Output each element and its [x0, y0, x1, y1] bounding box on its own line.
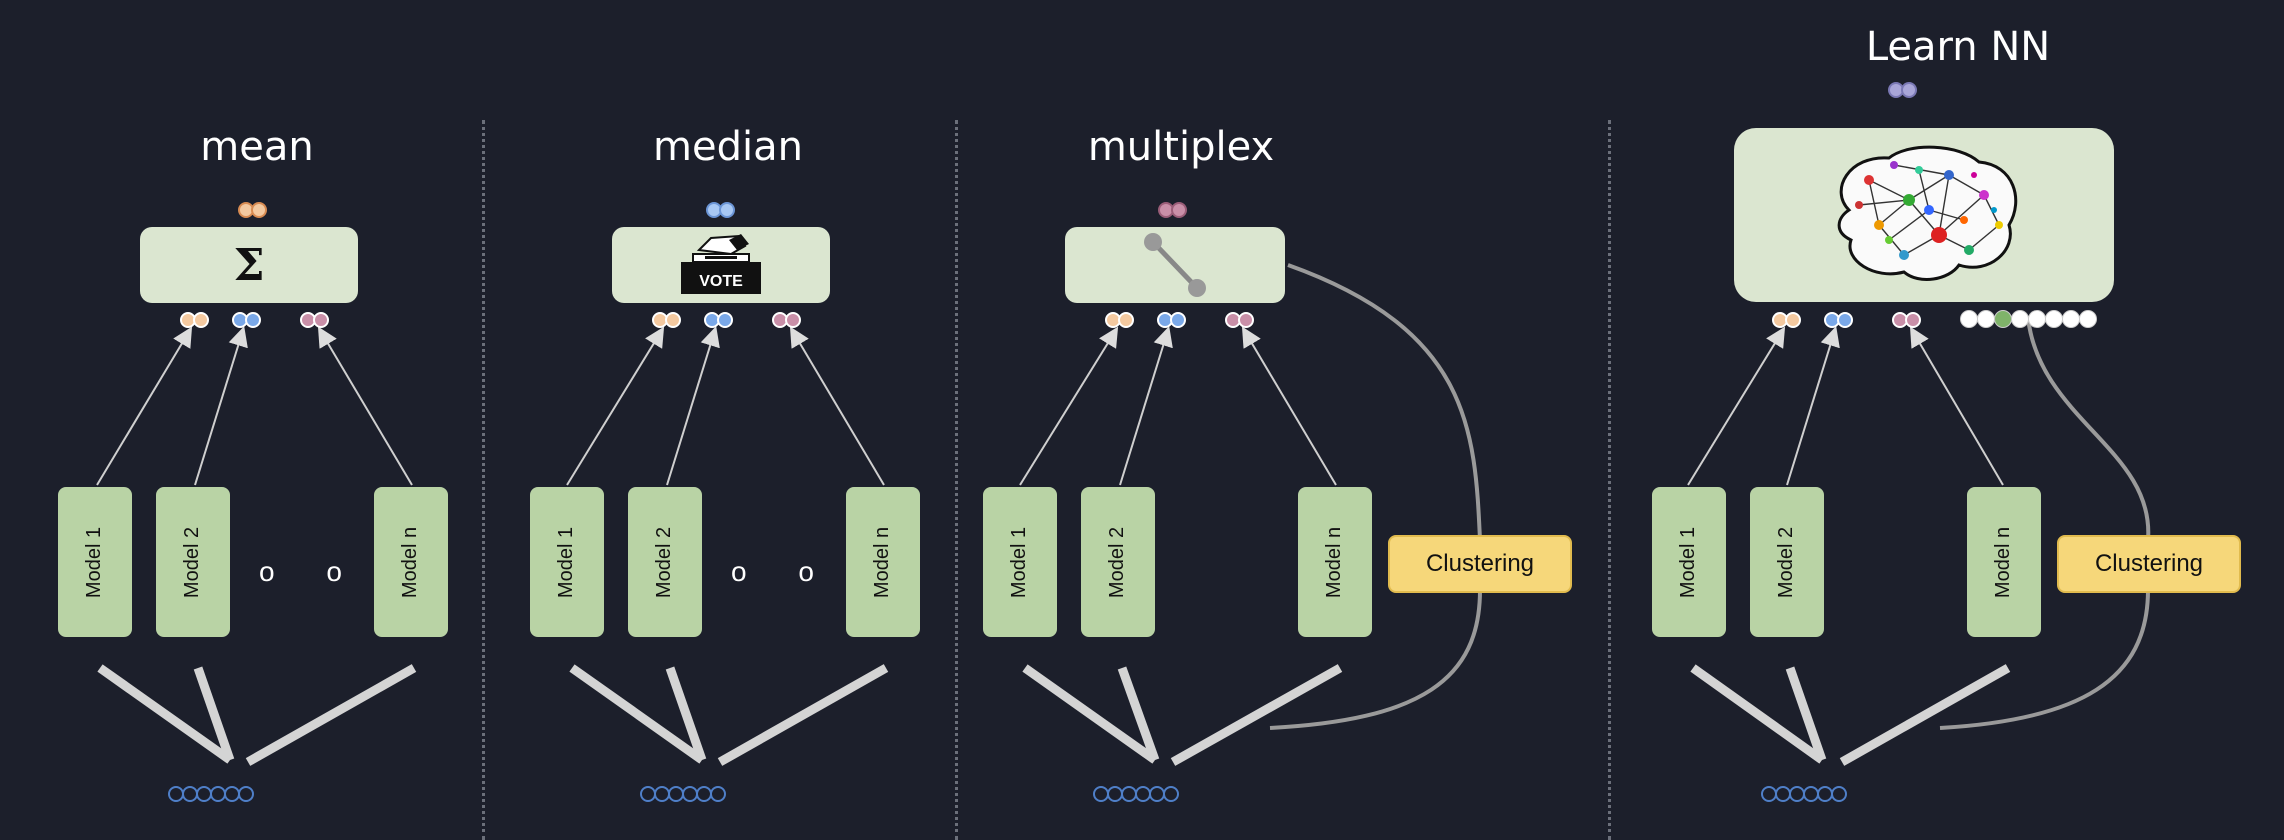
arrow-line	[566, 326, 665, 486]
aggregator-learn-nn	[1734, 128, 2114, 302]
arrow-line	[1786, 326, 1840, 486]
switch-icon	[1144, 233, 1206, 297]
cluster-curve	[2026, 317, 2151, 541]
input-line	[569, 664, 705, 764]
ballot-box-icon: VOTE	[681, 234, 761, 294]
input-dot-pair-blue	[704, 312, 733, 328]
input-dot-pair-purple	[772, 312, 801, 328]
output-dot-pair	[238, 202, 267, 218]
arrow-line	[1019, 326, 1119, 486]
input-dot-pair-blue	[1157, 312, 1186, 328]
input-vector	[1761, 786, 1847, 802]
arrow-line	[317, 326, 413, 486]
cluster-curve	[1269, 589, 1482, 730]
input-line	[717, 664, 889, 766]
input-dot-pair-orange	[180, 312, 209, 328]
model-2: Model 2	[1750, 487, 1824, 637]
input-dot-pair-blue	[232, 312, 261, 328]
aggregator-multiplex	[1065, 227, 1285, 303]
title-mean: mean	[200, 124, 314, 170]
model-n: Model n	[846, 487, 920, 637]
arrow-line	[96, 326, 193, 486]
arrow-line	[789, 326, 885, 486]
model-2: Model 2	[1081, 487, 1155, 637]
model-2: Model 2	[628, 487, 702, 637]
model-n: Model n	[1298, 487, 1372, 637]
input-dot-pair-blue	[1824, 312, 1853, 328]
title-median: median	[653, 124, 803, 170]
model-n: Model n	[374, 487, 448, 637]
clustering-box: Clustering	[2057, 535, 2241, 593]
brain-network-icon	[1837, 145, 2018, 281]
model-1: Model 1	[1652, 487, 1726, 637]
arrow-line	[1241, 326, 1337, 486]
output-dot-pair	[1158, 202, 1187, 218]
input-dot-pair-orange	[1772, 312, 1801, 328]
input-line	[245, 664, 417, 766]
aggregator-mean: Σ	[140, 227, 358, 303]
input-line	[1117, 666, 1160, 762]
arrow-line	[1119, 326, 1173, 486]
input-line	[1839, 664, 2011, 766]
input-line	[665, 666, 707, 762]
arrow-line	[1687, 326, 1786, 486]
input-vector	[168, 786, 254, 802]
output-dot-pair	[1888, 82, 1917, 98]
title-multiplex: multiplex	[1087, 124, 1275, 170]
arrow-line	[1909, 326, 2004, 486]
panel-divider	[482, 120, 485, 840]
input-vector	[640, 786, 726, 802]
input-line	[193, 666, 235, 762]
cluster-one-hot-vector	[1960, 310, 2097, 328]
input-line	[1690, 664, 1825, 764]
sigma-icon: Σ	[233, 239, 265, 291]
clustering-box: Clustering	[1388, 535, 1572, 593]
aggregator-median: VOTE	[612, 227, 830, 303]
input-vector	[1093, 786, 1179, 802]
panel-divider	[1608, 120, 1611, 840]
cluster-curve	[1287, 263, 1482, 541]
model-1: Model 1	[58, 487, 132, 637]
model-2: Model 2	[156, 487, 230, 637]
output-dot-pair	[706, 202, 735, 218]
input-dot-pair-orange	[652, 312, 681, 328]
input-dot-pair-orange	[1105, 312, 1134, 328]
input-dot-pair-purple	[300, 312, 329, 328]
input-dot-pair-purple	[1225, 312, 1254, 328]
svg-text:VOTE: VOTE	[699, 273, 743, 290]
input-line	[1170, 664, 1343, 766]
cluster-curve	[1939, 589, 2150, 730]
input-dot-pair-purple	[1892, 312, 1921, 328]
input-line	[1022, 664, 1158, 764]
arrow-line	[194, 326, 248, 486]
input-line	[97, 664, 233, 764]
model-1: Model 1	[983, 487, 1057, 637]
input-line	[1785, 666, 1827, 762]
model-1: Model 1	[530, 487, 604, 637]
title-learn-nn: Learn NN	[1865, 24, 2051, 70]
arrow-line	[666, 326, 720, 486]
panel-divider	[955, 120, 958, 840]
model-n: Model n	[1967, 487, 2041, 637]
